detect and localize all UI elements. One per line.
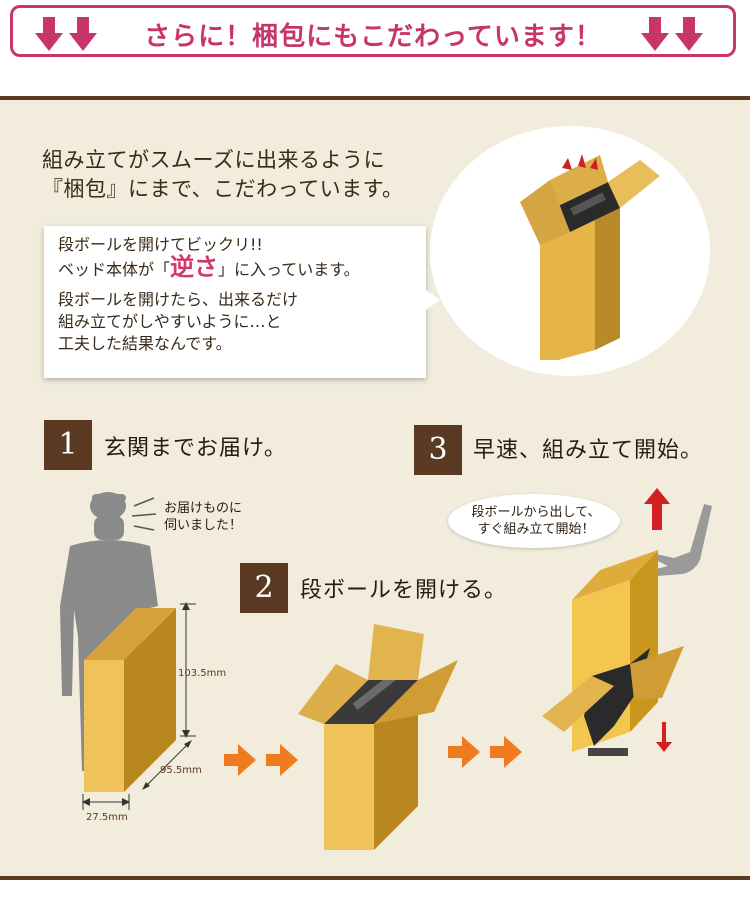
assembly-speech-line-1: 段ボールから出して、: [471, 505, 601, 520]
double-down-arrow-icon: [641, 17, 703, 51]
bubble-line-2-after: 」に入っています。: [218, 260, 360, 279]
step-2-title: 段ボールを開ける。: [300, 578, 508, 603]
bubble-line-2-before: ベッド本体が「: [58, 260, 171, 279]
height-dimension-label: 103.5mm: [178, 668, 227, 679]
delivery-speech-line-2: 伺いました！: [164, 518, 243, 533]
lift-up-arrow-icon: [644, 488, 670, 530]
open-box-illustration: [520, 154, 660, 360]
depth-dimension-label: 95.5mm: [160, 765, 202, 776]
lifting-hand-illustration: [651, 504, 712, 576]
depth-dimension-line: [142, 740, 192, 790]
next-step-arrows-icon-2: [448, 736, 522, 768]
next-step-arrows-icon: [224, 744, 298, 776]
explanation-bubble: 段ボールを開けてビックリ!! ベッド本体が「逆さ」に入っています。 段ボールを開…: [44, 226, 440, 378]
pull-down-arrow-icon: [656, 722, 672, 752]
height-dimension-line: [180, 602, 196, 738]
step-2-number: 2: [240, 563, 288, 613]
inverted-box-illustration: [542, 550, 684, 756]
bubble-line-4: 組み立てがしやすいように…と: [58, 312, 282, 331]
double-down-arrow-icon: [35, 17, 97, 51]
step-1-number: 1: [44, 420, 92, 470]
shipping-box-illustration: [84, 608, 176, 792]
intro-text: 組み立てがスムーズに出来るように 『梱包』にまで、こだわっています。: [42, 146, 404, 204]
intro-line-2: 『梱包』にまで、こだわっています。: [42, 177, 404, 201]
step-3-title: 早速、組み立て開始。: [473, 438, 704, 463]
intro-line-1: 組み立てがスムーズに出来るように: [42, 148, 385, 172]
assembly-speech-bubble: [448, 494, 620, 548]
upside-down-emphasis: 逆さ: [170, 253, 219, 281]
assembly-speech: 段ボールから出して、 すぐ組み立て開始！: [460, 504, 612, 538]
assembly-speech-line-2: すぐ組み立て開始！: [477, 522, 595, 537]
bubble-line-5: 工夫した結果なんです。: [58, 334, 232, 353]
width-dimension-label: 27.5mm: [86, 812, 128, 823]
banner-title: さらに！梱包にもこだわっています！: [144, 22, 602, 52]
opened-box-illustration: [298, 624, 458, 850]
delivery-speech-line-1: お届けものに: [164, 501, 243, 516]
bubble-line-1: 段ボールを開けてビックリ!!: [58, 235, 263, 254]
width-dimension-line: [82, 794, 130, 810]
step-1-title: 玄関までお届け。: [104, 436, 287, 461]
bubble-line-2: ベッド本体が「逆さ」に入っています。: [58, 253, 412, 281]
step-3-number: 3: [414, 425, 462, 475]
speech-lines-icon: [131, 497, 157, 531]
delivery-speech: お届けものに 伺いました！: [164, 500, 242, 534]
header-banner: さらに！梱包にもこだわっています！: [10, 5, 736, 57]
bubble-line-3: 段ボールを開けたら、出来るだけ: [58, 290, 299, 309]
